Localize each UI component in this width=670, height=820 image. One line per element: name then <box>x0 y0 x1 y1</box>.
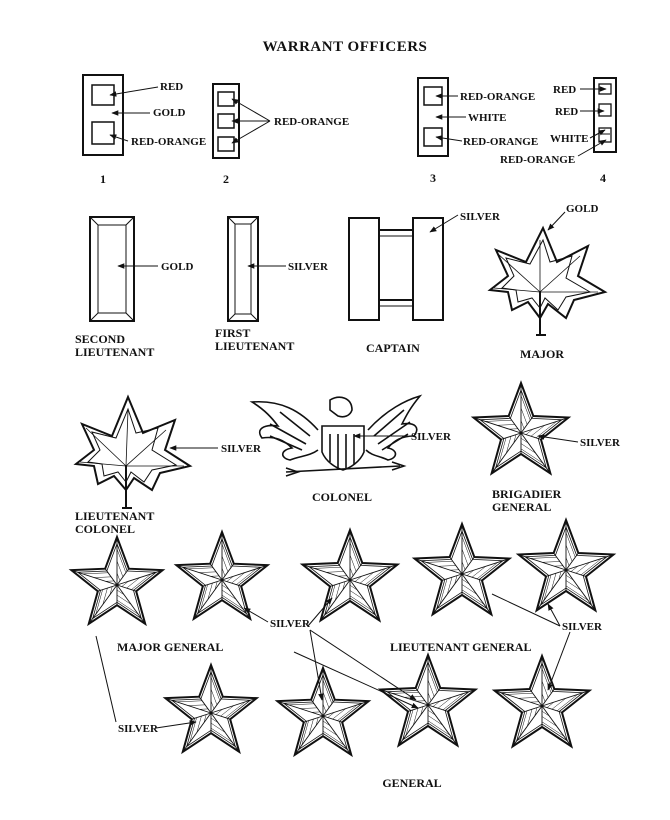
label-first-lt-color: SILVER <box>288 261 329 273</box>
rank-lt-colonel-line2: COLONEL <box>75 522 135 536</box>
major-oak-leaf <box>490 228 605 335</box>
label-general-color: SILVER <box>118 723 159 735</box>
rank-lt-colonel-line1: LIEUTENANT <box>75 509 154 523</box>
label-lt-general-color: SILVER <box>562 621 603 633</box>
label-w4-red-top: RED <box>553 84 576 96</box>
page-title: WARRANT OFFICERS <box>263 39 428 55</box>
lt-general-star-2 <box>414 524 509 614</box>
label-w1-gold: GOLD <box>153 107 185 119</box>
label-captain-color: SILVER <box>460 211 501 223</box>
major-general-star-1 <box>71 537 162 624</box>
rank-first-lt-line1: FIRST <box>215 326 250 340</box>
rank-brig-general-line1: BRIGADIER <box>492 487 562 501</box>
general-star-4 <box>494 656 589 746</box>
rank-brig-general-line2: GENERAL <box>492 500 551 514</box>
label-colonel-color: SILVER <box>411 431 452 443</box>
rank-first-lt-line2: LIEUTENANT <box>215 339 294 353</box>
label-major-general-color: SILVER <box>270 618 311 630</box>
warrant-number-4: 4 <box>600 171 606 185</box>
lt-general-star-3 <box>518 520 613 610</box>
warrant-number-2: 2 <box>223 172 229 186</box>
rank-major: MAJOR <box>520 347 564 361</box>
rank-lt-general: LIEUTENANT GENERAL <box>390 640 531 654</box>
general-star-3 <box>380 655 475 745</box>
brigadier-general-star <box>473 383 568 473</box>
rank-colonel: COLONEL <box>312 490 372 504</box>
general-star-2 <box>277 668 368 755</box>
warrant-number-3: 3 <box>430 171 436 185</box>
captain-bars <box>349 218 443 320</box>
label-w1-red: RED <box>160 81 183 93</box>
first-lieutenant-bar <box>228 217 258 321</box>
general-star-1 <box>165 665 256 752</box>
label-second-lt-color: GOLD <box>161 261 193 273</box>
warrant-number-1: 1 <box>100 172 106 186</box>
label-w3-red-orange-top: RED-ORANGE <box>460 91 535 103</box>
lieutenant-colonel-oak-leaf <box>76 397 190 508</box>
label-major-color: GOLD <box>566 203 598 215</box>
rank-second-lt-line1: SECOND <box>75 332 125 346</box>
label-lt-colonel-color: SILVER <box>221 443 262 455</box>
rank-captain: CAPTAIN <box>366 341 420 355</box>
rank-major-general: MAJOR GENERAL <box>117 640 223 654</box>
label-w4-red-orange: RED-ORANGE <box>500 154 575 166</box>
major-general-star-2 <box>176 532 267 619</box>
label-brig-general-color: SILVER <box>580 437 621 449</box>
lt-general-star-1 <box>302 530 397 620</box>
rank-general: GENERAL <box>382 776 441 790</box>
second-lieutenant-bar <box>90 217 134 321</box>
rank-second-lt-line2: LIEUTENANT <box>75 345 154 359</box>
label-w2-red-orange: RED-ORANGE <box>274 116 349 128</box>
label-w1-red-orange: RED-ORANGE <box>131 136 206 148</box>
warrant-insignia-1 <box>83 75 123 155</box>
label-w4-red-mid: RED <box>555 106 578 118</box>
label-w3-red-orange-bottom: RED-ORANGE <box>463 136 538 148</box>
label-w3-white: WHITE <box>468 112 507 124</box>
label-w4-white: WHITE <box>550 133 589 145</box>
